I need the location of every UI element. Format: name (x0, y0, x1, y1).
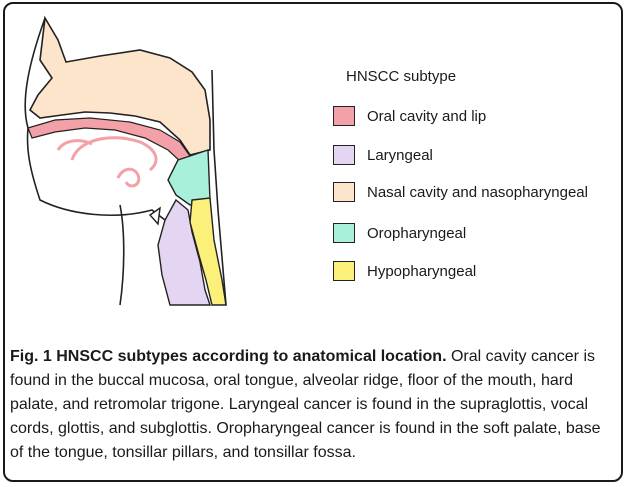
legend-item-laryngeal: Laryngeal (333, 143, 433, 167)
legend-label: Nasal cavity and nasopharyngeal (367, 184, 588, 201)
figure-caption: Fig. 1 HNSCC subtypes according to anato… (10, 345, 616, 465)
nasal-region (30, 18, 210, 155)
legend-item-hypopharyngeal: Hypopharyngeal (333, 259, 476, 283)
swatch-oropharyngeal (333, 223, 355, 243)
swatch-nasal (333, 182, 355, 202)
legend-label: Oropharyngeal (367, 225, 466, 242)
swatch-oral (333, 106, 355, 126)
legend-item-oral: Oral cavity and lip (333, 104, 486, 128)
legend-item-oropharyngeal: Oropharyngeal (333, 221, 466, 245)
tongue-curl (118, 169, 139, 186)
legend-label: Oral cavity and lip (367, 108, 486, 125)
legend-item-nasal: Nasal cavity and nasopharyngeal (333, 180, 588, 204)
swatch-hypopharyngeal (333, 261, 355, 281)
legend-label: Hypopharyngeal (367, 263, 476, 280)
swatch-laryngeal (333, 145, 355, 165)
caption-title: Fig. 1 HNSCC subtypes according to anato… (10, 348, 447, 365)
legend-label: Laryngeal (367, 147, 433, 164)
legend-title: HNSCC subtype (346, 68, 456, 85)
tongue-line (58, 138, 156, 170)
oropharynx-region (168, 150, 210, 205)
neck-outline (120, 205, 124, 305)
